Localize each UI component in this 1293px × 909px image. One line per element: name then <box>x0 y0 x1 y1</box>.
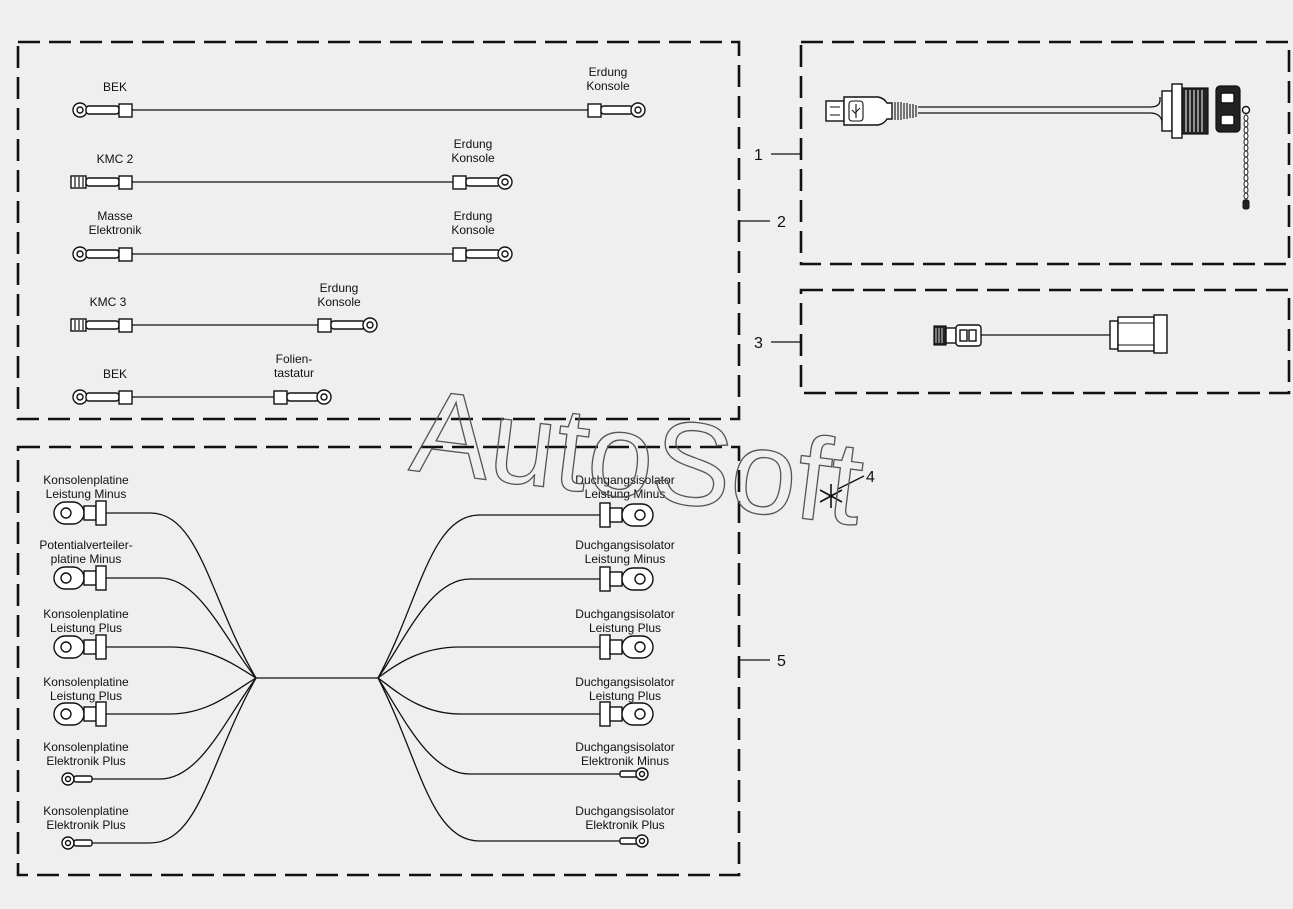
label-erdung-2b: Konsole <box>451 151 495 165</box>
group-1-box <box>799 40 1291 266</box>
ring-terminal-left-1 <box>53 500 107 526</box>
small-terminal-left-5 <box>61 772 93 786</box>
label-folien-a: Folien- <box>276 352 313 366</box>
ring-terminal-right-2 <box>599 566 654 592</box>
right-terminals <box>599 502 654 848</box>
callout-4-number: 4 <box>866 469 875 486</box>
label-bek-1: BEK <box>103 80 127 94</box>
left-label-1a: Konsolenplatine <box>43 473 129 487</box>
right-label-6b: Elektronik Plus <box>585 818 664 832</box>
small-terminal-right-6 <box>619 834 649 848</box>
usb-icon <box>848 100 864 122</box>
callout-2: 2 <box>739 214 786 231</box>
label-erdung-3a: Erdung <box>454 209 493 223</box>
connector-cable-assembly <box>933 314 1168 354</box>
harness-labels-right: Duchgangsisolator Leistung Minus Duchgan… <box>575 473 674 832</box>
callout-1-number: 1 <box>754 147 763 164</box>
left-label-6a: Konsolenplatine <box>43 804 129 818</box>
left-label-5a: Konsolenplatine <box>43 740 129 754</box>
watermark: AutoSoft <box>405 365 870 551</box>
cable-masse-erdung: Masse Elektronik Erdung Konsole <box>72 209 513 262</box>
ring-terminal-left-4 <box>53 701 107 727</box>
label-kmc2: KMC 2 <box>97 152 134 166</box>
label-folien-b: tastatur <box>274 366 314 380</box>
right-label-1b: Leistung Minus <box>585 487 666 501</box>
left-label-4a: Konsolenplatine <box>43 675 129 689</box>
left-label-1b: Leistung Minus <box>46 487 127 501</box>
left-label-6b: Elektronik Plus <box>46 818 125 832</box>
ring-terminal-right-4 <box>599 701 654 727</box>
callout-1: 1 <box>754 147 801 164</box>
right-label-3b: Leistung Plus <box>589 621 661 635</box>
right-label-3a: Duchgangsisolator <box>575 607 674 621</box>
ring-terminal-left-3 <box>53 634 107 660</box>
right-label-2a: Duchgangsisolator <box>575 538 674 552</box>
left-label-2b: platine Minus <box>51 552 122 566</box>
ring-terminal-right-3 <box>599 634 654 660</box>
group-3-box <box>799 288 1291 395</box>
right-label-4b: Leistung Plus <box>589 689 661 703</box>
callout-5: 5 <box>739 653 786 670</box>
label-erdung-2a: Erdung <box>454 137 493 151</box>
ring-terminal-left-2 <box>53 565 107 591</box>
right-label-6a: Duchgangsisolator <box>575 804 674 818</box>
label-masse-a: Masse <box>97 209 133 223</box>
left-label-3b: Leistung Plus <box>50 621 122 635</box>
right-label-5a: Duchgangsisolator <box>575 740 674 754</box>
label-erdung-4a: Erdung <box>320 281 359 295</box>
asterisk-icon <box>819 484 843 508</box>
label-erdung-4b: Konsole <box>317 295 361 309</box>
cable-kmc2-erdung: KMC 2 Erdung Konsole <box>70 137 513 190</box>
callout-3-number: 3 <box>754 335 763 352</box>
label-masse-b: Elektronik <box>89 223 143 237</box>
group-2-box <box>16 40 741 421</box>
right-label-1a: Duchgangsisolator <box>575 473 674 487</box>
left-label-4b: Leistung Plus <box>50 689 122 703</box>
left-label-5b: Elektronik Plus <box>46 754 125 768</box>
right-label-2b: Leistung Minus <box>585 552 666 566</box>
ring-terminal-right-1 <box>599 502 654 528</box>
callout-2-number: 2 <box>777 214 786 231</box>
small-terminal-right-5 <box>619 767 649 781</box>
harness-wires <box>92 512 620 844</box>
left-label-3a: Konsolenplatine <box>43 607 129 621</box>
group-5-box <box>16 445 741 877</box>
harness-labels-left: Konsolenplatine Leistung Minus Potential… <box>39 473 132 832</box>
right-label-4a: Duchgangsisolator <box>575 675 674 689</box>
label-bek-2: BEK <box>103 367 127 381</box>
label-kmc3: KMC 3 <box>90 295 127 309</box>
left-label-2a: Potentialverteiler- <box>39 538 132 552</box>
label-erdung-3b: Konsole <box>451 223 495 237</box>
left-terminals <box>53 500 107 850</box>
callout-4: 4 <box>819 469 875 508</box>
label-erdung-1b: Konsole <box>586 79 630 93</box>
small-terminal-left-6 <box>61 836 93 850</box>
callout-3: 3 <box>754 335 801 352</box>
cable-kmc3-erdung: KMC 3 Erdung Konsole <box>70 281 378 333</box>
cable-bek-folientastatur: BEK Folien- tastatur <box>72 352 332 405</box>
right-label-5b: Elektronik Minus <box>581 754 669 768</box>
label-erdung-1a: Erdung <box>589 65 628 79</box>
usb-cable-assembly <box>825 83 1251 210</box>
callout-5-number: 5 <box>777 653 786 670</box>
chain-icon <box>1243 114 1249 200</box>
cable-bek-erdung: BEK Erdung Konsole <box>72 65 646 118</box>
